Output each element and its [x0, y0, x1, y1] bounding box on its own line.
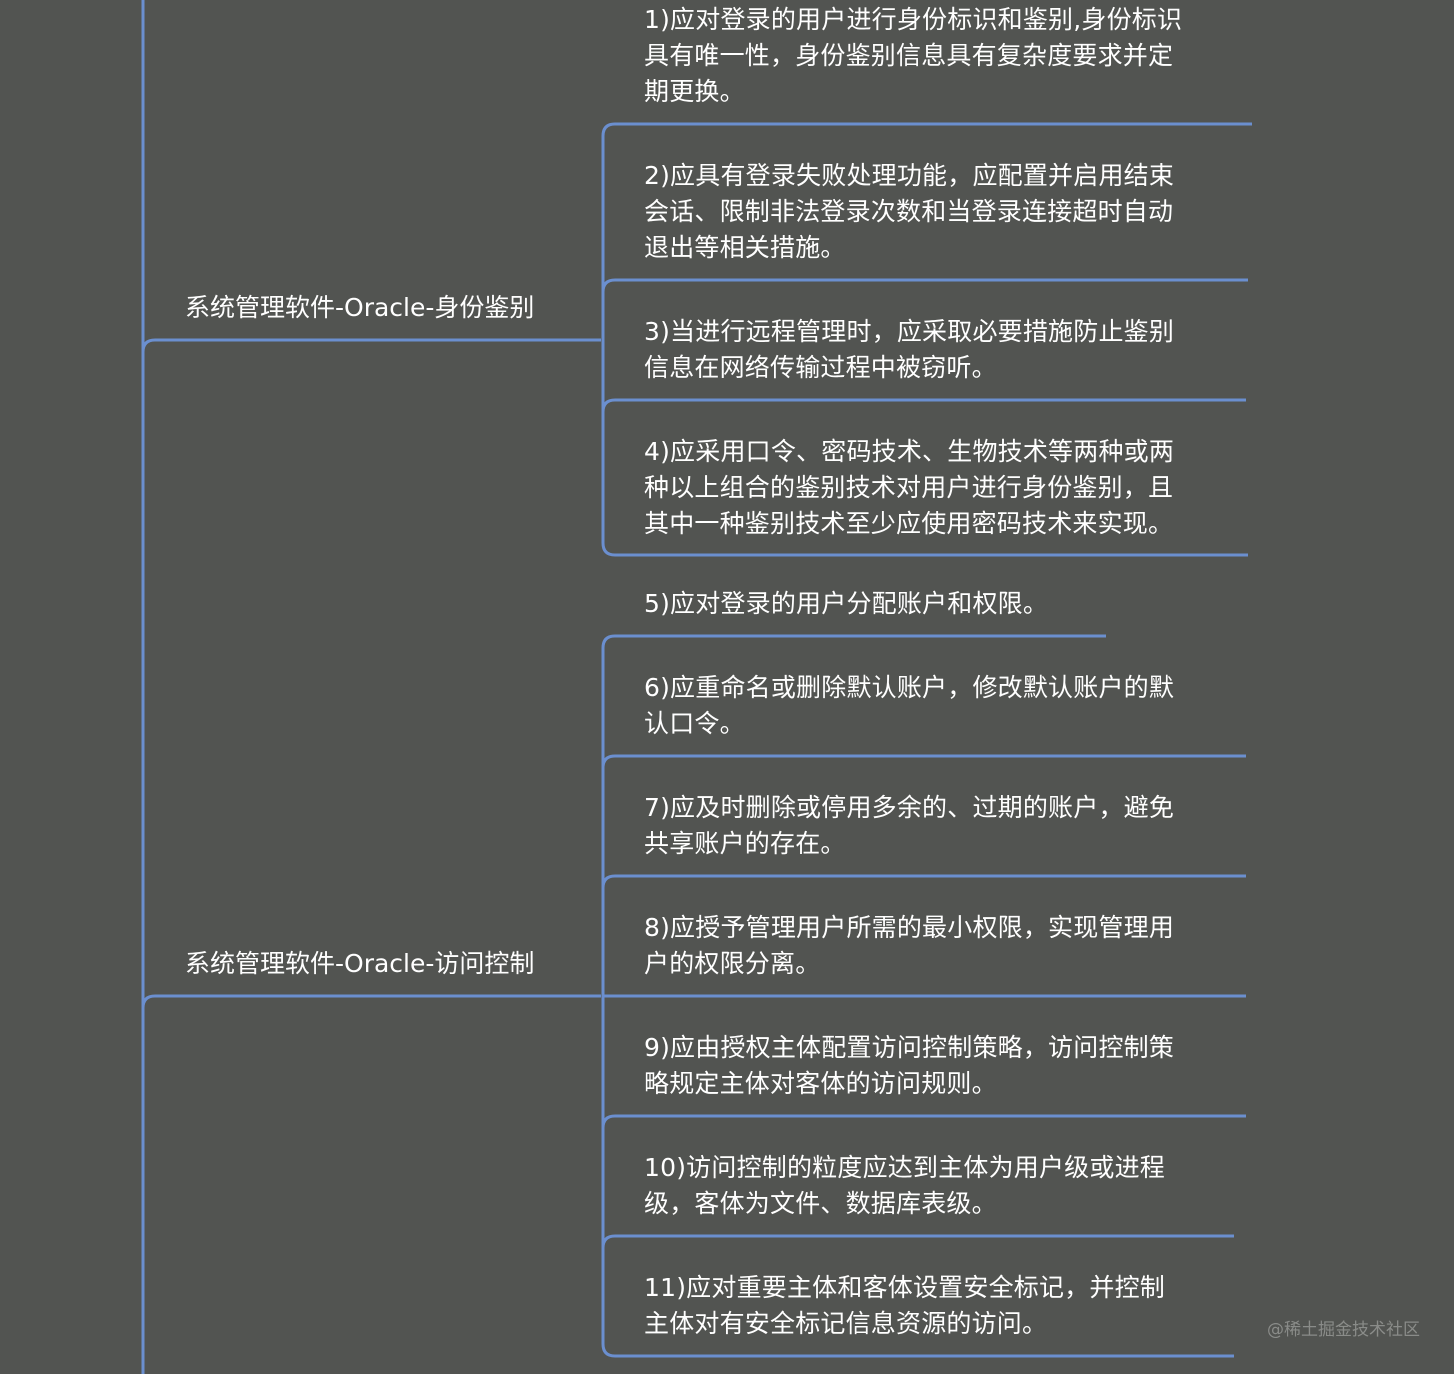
leaf-underline-6: [601, 754, 1246, 769]
leaf-underline-2: [601, 278, 1248, 293]
leaf-item-11: 11)应对重要主体和客体设置安全标记，并控制 主体对有安全标记信息资源的访问。: [644, 1273, 1165, 1338]
leaf-item-3: 3)当进行远程管理时，应采取必要措施防止鉴别 信息在网络传输过程中被窃听。: [644, 317, 1175, 382]
leaf-underline-5: [601, 634, 1106, 649]
leaf-item-6: 6)应重命名或删除默认账户，修改默认账户的默 认口令。: [644, 673, 1175, 738]
leaf-item-2: 2)应具有登录失败处理功能，应配置并启用结束 会话、限制非法登录次数和当登录连接…: [644, 161, 1175, 262]
leaf-item-5: 5)应对登录的用户分配账户和权限。: [644, 589, 1049, 618]
branch-access-spine: [601, 648, 1234, 1358]
branch-label-access-control: 系统管理软件-Oracle-访问控制: [185, 949, 535, 978]
branch-label-identity: 系统管理软件-Oracle-身份鉴别: [185, 293, 535, 322]
leaf-item-4: 4)应采用口令、密码技术、生物技术等两种或两 种以上组合的鉴别技术对用户进行身份…: [644, 437, 1175, 538]
leaf-underline-3: [601, 398, 1246, 413]
leaf-item-1: 1)应对登录的用户进行身份标识和鉴别,身份标识 具有唯一性，身份鉴别信息具有复杂…: [644, 5, 1183, 106]
branch-identity-underline: [141, 338, 601, 353]
branch-identity-spine: [601, 136, 1248, 557]
leaf-item-8: 8)应授予管理用户所需的最小权限，实现管理用 户的权限分离。: [644, 913, 1175, 978]
leaf-underline-1: [601, 122, 1252, 137]
leaf-underline-7: [601, 874, 1246, 889]
branch-access-underline: [141, 994, 601, 1009]
leaf-underline-9: [601, 1114, 1246, 1129]
watermark: @稀土掘金技术社区: [1267, 1320, 1420, 1340]
leaf-item-9: 9)应由授权主体配置访问控制策略，访问控制策 略规定主体对客体的访问规则。: [644, 1033, 1175, 1098]
leaf-item-10: 10)访问控制的粒度应达到主体为用户级或进程 级，客体为文件、数据库表级。: [644, 1153, 1165, 1218]
leaf-item-7: 7)应及时删除或停用多余的、过期的账户，避免 共享账户的存在。: [644, 793, 1175, 858]
leaf-underline-10: [601, 1234, 1234, 1249]
